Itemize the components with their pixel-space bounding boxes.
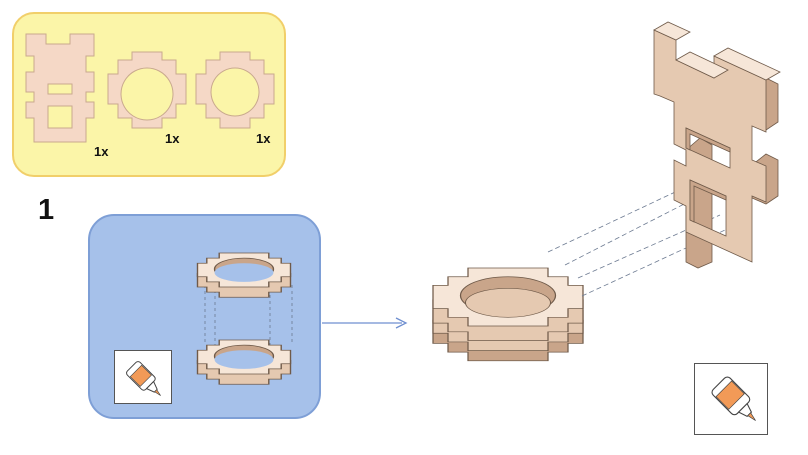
part-quantity-frame: 1x [94,144,109,159]
part-quantity-gear-1: 1x [165,131,180,146]
glue-bottle-icon [126,361,161,396]
step-gear-lower [196,339,292,385]
part-gear-flat-2 [195,51,275,129]
step-alignment-lines [204,285,293,358]
part-quantity-gear-2: 1x [256,131,271,146]
glue-bottle-icon-large [711,376,756,421]
assembly-frame [653,21,781,269]
part-gear-flat-1 [107,51,187,129]
step-gear-upper [196,252,292,298]
assembly-gear-stack [431,266,585,363]
arrow-right-icon [322,317,408,329]
part-frame-flat [25,33,95,143]
step-number: 1 [38,194,55,226]
